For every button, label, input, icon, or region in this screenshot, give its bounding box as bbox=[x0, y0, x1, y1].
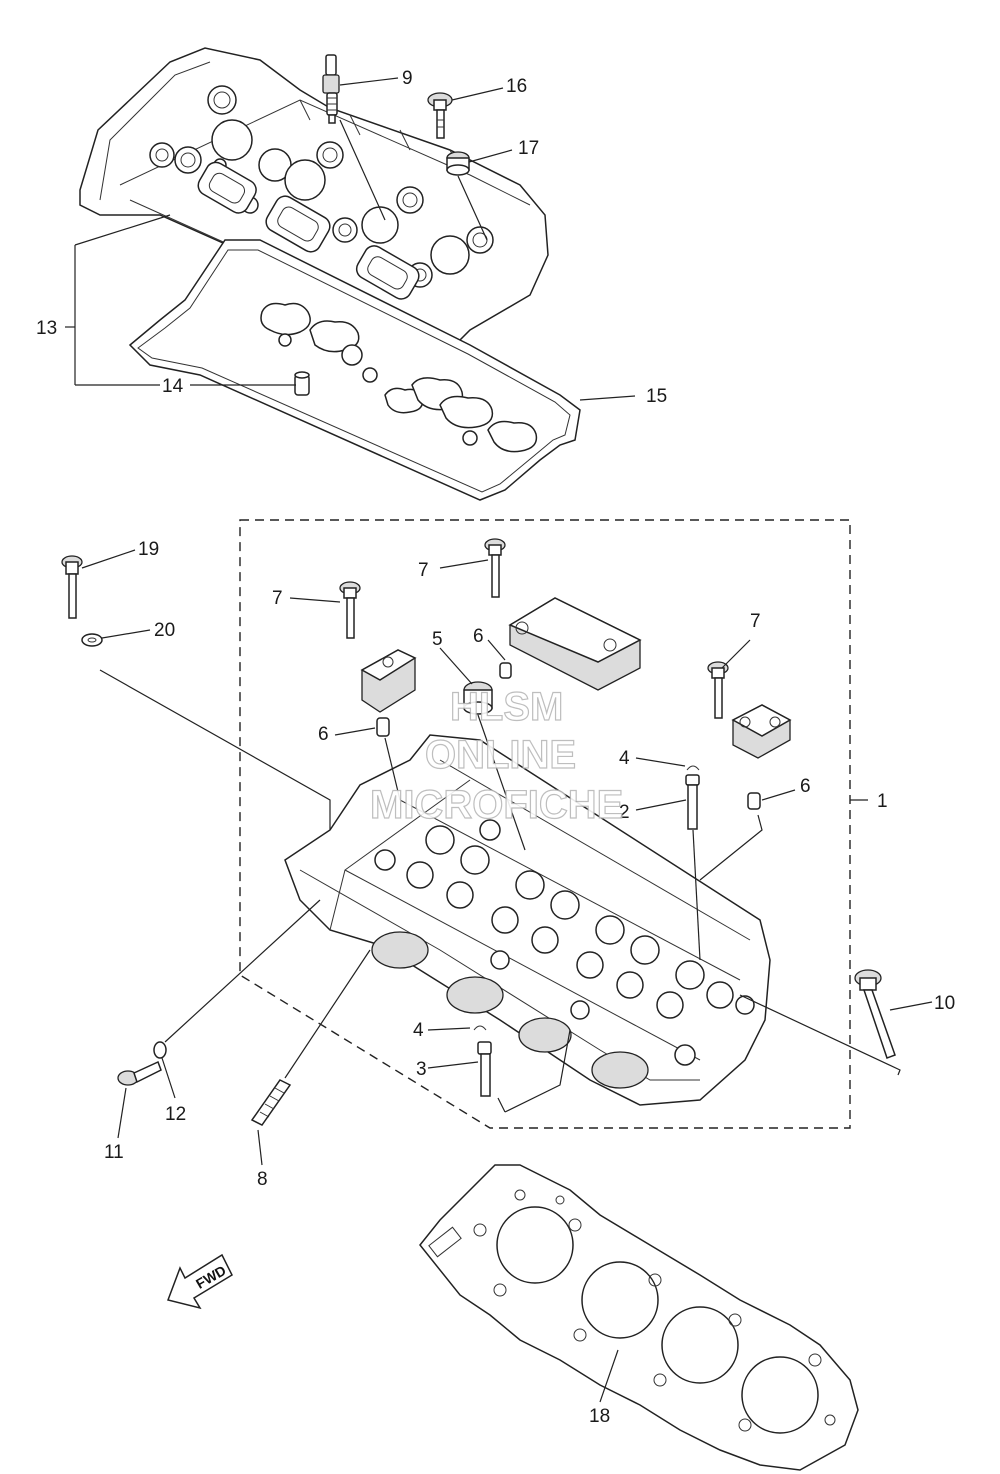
callout-10: 10 bbox=[934, 993, 955, 1014]
callout-7-left: 7 bbox=[272, 588, 283, 609]
callout-6-right: 6 bbox=[800, 776, 811, 797]
callout-5: 5 bbox=[432, 629, 443, 650]
stud-bolt bbox=[250, 1079, 292, 1126]
cam-cap-bolts bbox=[339, 538, 729, 719]
valve-guide-lower bbox=[473, 1025, 492, 1097]
callout-1: 1 bbox=[877, 791, 888, 812]
assembly-dashed-frame bbox=[239, 519, 851, 1129]
side-washer bbox=[81, 633, 103, 647]
callout-17: 17 bbox=[518, 138, 539, 159]
watermark-line1: HLSM bbox=[450, 685, 563, 729]
small-bolt bbox=[117, 1060, 162, 1086]
watermark-line2: ONLINE bbox=[425, 733, 576, 777]
callout-19: 19 bbox=[138, 539, 159, 560]
cylinder-head-gasket bbox=[419, 1164, 859, 1471]
plug bbox=[463, 681, 493, 715]
callout-6-left: 6 bbox=[318, 724, 329, 745]
cam-cap-left bbox=[360, 649, 417, 713]
head-bolt bbox=[854, 969, 896, 1059]
fwd-arrow-icon: FWD bbox=[167, 1253, 233, 1310]
callout-13: 13 bbox=[36, 318, 57, 339]
callout-20: 20 bbox=[154, 620, 175, 641]
cylinder-head-cover bbox=[79, 47, 549, 361]
callout-11: 11 bbox=[104, 1142, 124, 1163]
callout-2: 2 bbox=[619, 802, 630, 823]
callout-labels: 1 2 3 4 4 5 6 6 6 7 7 7 8 9 10 11 12 13 … bbox=[36, 68, 955, 1427]
callout-12: 12 bbox=[165, 1104, 186, 1125]
callout-3: 3 bbox=[416, 1059, 427, 1080]
spark-plug bbox=[322, 54, 340, 124]
watermark: HLSM ONLINE MICROFICHE bbox=[369, 684, 624, 827]
cam-cap-center bbox=[508, 597, 642, 691]
side-bolt bbox=[61, 555, 83, 619]
callout-18: 18 bbox=[589, 1406, 610, 1427]
cover-grommet bbox=[446, 151, 470, 176]
watermark-line3: MICROFICHE bbox=[370, 783, 623, 827]
callout-9: 9 bbox=[402, 68, 413, 89]
cover-dowel-pin bbox=[294, 371, 310, 396]
callout-16: 16 bbox=[506, 76, 527, 97]
callout-4-upper: 4 bbox=[619, 748, 630, 769]
head-exhaust-ports bbox=[371, 931, 649, 1089]
plug-hole-seal-rings bbox=[260, 302, 538, 453]
cam-cap-dowels bbox=[376, 662, 761, 810]
callout-8: 8 bbox=[257, 1169, 268, 1190]
callout-15: 15 bbox=[646, 386, 667, 407]
valve-guide-upper bbox=[685, 765, 700, 830]
callout-14: 14 bbox=[162, 376, 184, 397]
cylinder-head bbox=[284, 734, 771, 1106]
callout-7-center: 7 bbox=[418, 560, 429, 581]
leader-lines bbox=[65, 77, 933, 1403]
gasket-holes bbox=[473, 1189, 836, 1432]
small-washer bbox=[153, 1041, 167, 1059]
callout-6-center: 6 bbox=[473, 626, 484, 647]
callout-4-lower: 4 bbox=[413, 1020, 424, 1041]
head-valve-seats bbox=[374, 819, 734, 1020]
cover-bolt bbox=[427, 92, 453, 139]
cam-cap-right bbox=[731, 704, 792, 759]
callout-7-right: 7 bbox=[750, 611, 761, 632]
